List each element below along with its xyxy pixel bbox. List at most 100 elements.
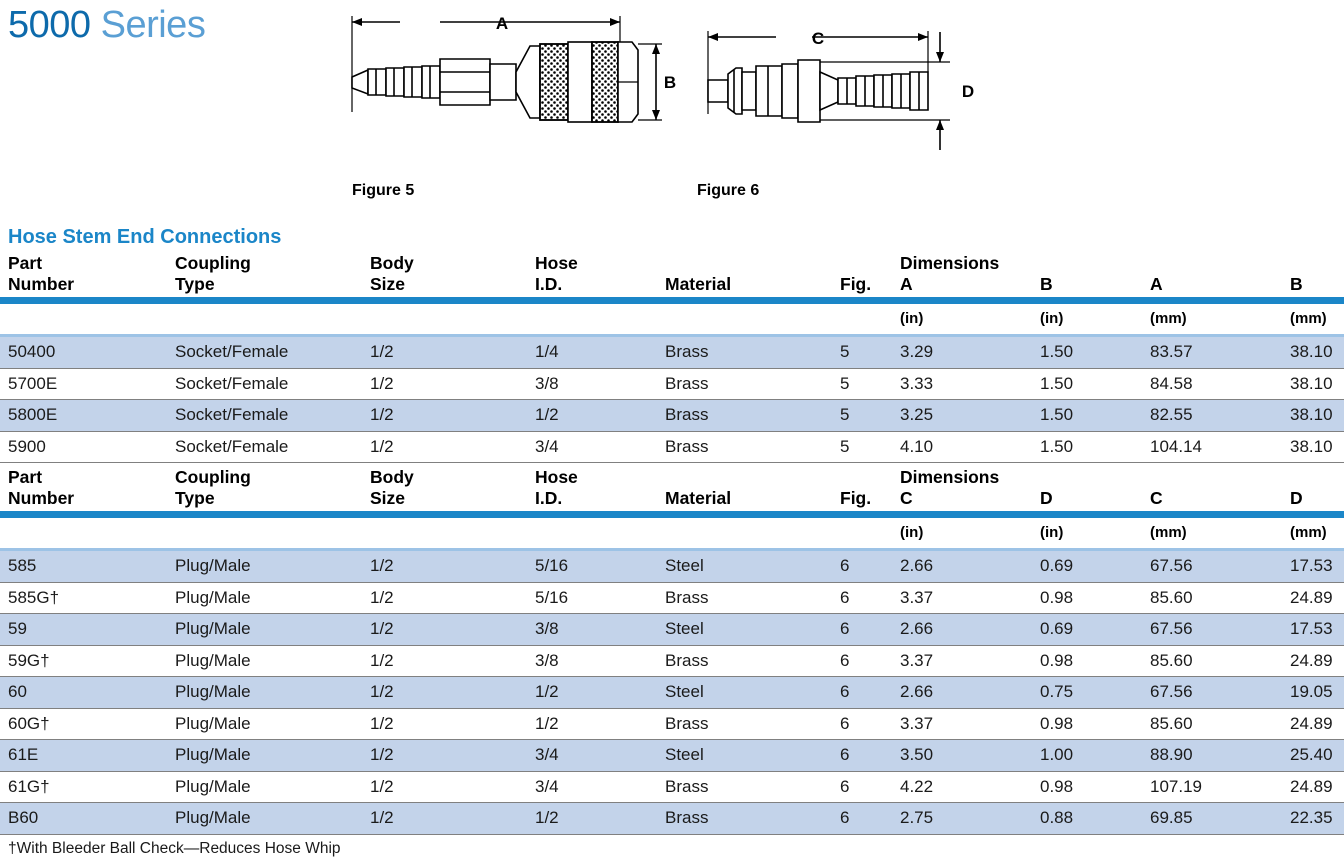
table-row[interactable]: 60G† Plug/Male 1/2 1/2 Brass 6 3.37 0.98… [0,708,1344,740]
cell-dim-a-mm: 82.55 [1142,399,1282,432]
th-dimensions: Dimensions [900,467,1000,487]
title-series-word: Series [100,4,206,46]
cell-coupling-type: Socket/Female [167,431,362,463]
th-size: Size [370,488,406,508]
cell-dim-a-mm: 104.14 [1142,431,1282,463]
cell-dim-d-mm: 24.89 [1282,771,1344,803]
cell-fig: 6 [832,613,892,646]
th-dim-a-in: A [900,274,913,294]
table-row[interactable]: 59 Plug/Male 1/2 3/8 Steel 6 2.66 0.69 6… [0,613,1344,646]
cell-dim-b-in: 1.50 [1032,368,1142,400]
th-blank-d3 [1142,252,1282,274]
cell-fig: 6 [832,676,892,709]
table-header-row-2: Number Type Size I.D. Material Fig. A B … [0,274,1344,297]
table-row[interactable]: 60 Plug/Male 1/2 1/2 Steel 6 2.66 0.75 6… [0,676,1344,709]
cell-dim-c-mm: 88.90 [1142,739,1282,772]
cell-body-size: 1/2 [362,645,527,677]
th-dim-d-in: D [1040,488,1053,508]
th-fig: Fig. [840,488,872,508]
cell-hose-id: 3/8 [527,645,657,677]
th-id: I.D. [535,488,563,508]
cell-hose-id: 1/2 [527,802,657,835]
unit-blank-3 [527,518,657,548]
th-dim-b-in: B [1040,274,1053,294]
th-blank-fig [832,252,892,274]
cell-coupling-type: Socket/Female [167,399,362,432]
unit-blank-5 [832,518,892,548]
units-row: (in) (in) (mm) (mm) [0,518,1344,548]
cell-part-number: 60 [0,676,167,709]
th-dim-c-in: C [900,488,913,508]
unit-blank-4 [657,304,832,334]
figure-5-caption: Figure 5 [352,182,415,199]
th-blank-d2 [1032,252,1142,274]
cell-dim-c-mm: 67.56 [1142,676,1282,709]
table-row[interactable]: 585 Plug/Male 1/2 5/16 Steel 6 2.66 0.69… [0,551,1344,583]
cell-material: Brass [657,431,832,463]
cell-hose-id: 3/4 [527,771,657,803]
table-row[interactable]: 61G† Plug/Male 1/2 3/4 Brass 6 4.22 0.98… [0,771,1344,803]
cell-dim-d-in: 0.69 [1032,551,1142,583]
th-dim-d-mm: D [1290,488,1303,508]
th-material: Material [665,274,732,294]
cell-material: Brass [657,337,832,369]
section-heading: Hose Stem End Connections [8,226,282,248]
cell-dim-c-in: 3.37 [892,645,1032,677]
unit-blank-1 [167,518,362,548]
cell-dim-b-mm: 38.10 [1282,337,1344,369]
cell-material: Brass [657,708,832,740]
cell-part-number: 585G† [0,582,167,614]
table-row[interactable]: B60 Plug/Male 1/2 1/2 Brass 6 2.75 0.88 … [0,802,1344,835]
unit-a-mm: (mm) [1142,304,1282,334]
unit-blank-2 [362,518,527,548]
cell-hose-id: 1/2 [527,708,657,740]
figure-6-dim-d-label: D [962,82,974,101]
cell-dim-a-in: 3.25 [892,399,1032,432]
page-title: 5000 Series [8,4,206,47]
unit-blank-2 [362,304,527,334]
cell-body-size: 1/2 [362,399,527,432]
cell-dim-c-in: 3.37 [892,582,1032,614]
table-row[interactable]: 5900 Socket/Female 1/2 3/4 Brass 5 4.10 … [0,431,1344,463]
cell-material: Brass [657,399,832,432]
th-coupling: Coupling [175,253,251,273]
cell-material: Steel [657,676,832,709]
cell-part-number: 61E [0,739,167,772]
cell-dim-b-mm: 38.10 [1282,431,1344,463]
cell-dim-d-in: 0.98 [1032,771,1142,803]
header-rule-thick [0,297,1344,304]
cell-part-number: 60G† [0,708,167,740]
cell-fig: 6 [832,645,892,677]
table-row[interactable]: 61E Plug/Male 1/2 3/4 Steel 6 3.50 1.00 … [0,739,1344,772]
cell-body-size: 1/2 [362,582,527,614]
cell-hose-id: 3/8 [527,368,657,400]
th-blank-d4 [1282,252,1344,274]
cell-hose-id: 1/2 [527,676,657,709]
table-row[interactable]: 50400 Socket/Female 1/2 1/4 Brass 5 3.29… [0,337,1344,369]
th-blank-d4 [1282,466,1344,488]
th-blank-fig [832,466,892,488]
cell-fig: 6 [832,582,892,614]
th-blank-material [657,252,832,274]
units-rule-fill [0,548,1344,551]
table-row[interactable]: 585G† Plug/Male 1/2 5/16 Brass 6 3.37 0.… [0,582,1344,614]
cell-hose-id: 5/16 [527,551,657,583]
table-row[interactable]: 59G† Plug/Male 1/2 3/8 Brass 6 3.37 0.98… [0,645,1344,677]
cell-body-size: 1/2 [362,431,527,463]
unit-c-in: (in) [892,518,1032,548]
table-row[interactable]: 5800E Socket/Female 1/2 1/2 Brass 5 3.25… [0,399,1344,432]
cell-body-size: 1/2 [362,771,527,803]
cell-fig: 6 [832,739,892,772]
cell-coupling-type: Plug/Male [167,613,362,646]
th-type: Type [175,274,215,294]
figure-5-svg: A B [351,14,676,123]
unit-b-in: (in) [1032,304,1142,334]
cell-dim-c-in: 2.66 [892,551,1032,583]
figure-6-drawing: C D [690,2,1010,177]
cell-dim-d-in: 0.69 [1032,613,1142,646]
table-row[interactable]: 5700E Socket/Female 1/2 3/8 Brass 5 3.33… [0,368,1344,400]
th-blank-d2 [1032,466,1142,488]
cell-dim-d-mm: 25.40 [1282,739,1344,772]
cell-dim-c-mm: 67.56 [1142,613,1282,646]
